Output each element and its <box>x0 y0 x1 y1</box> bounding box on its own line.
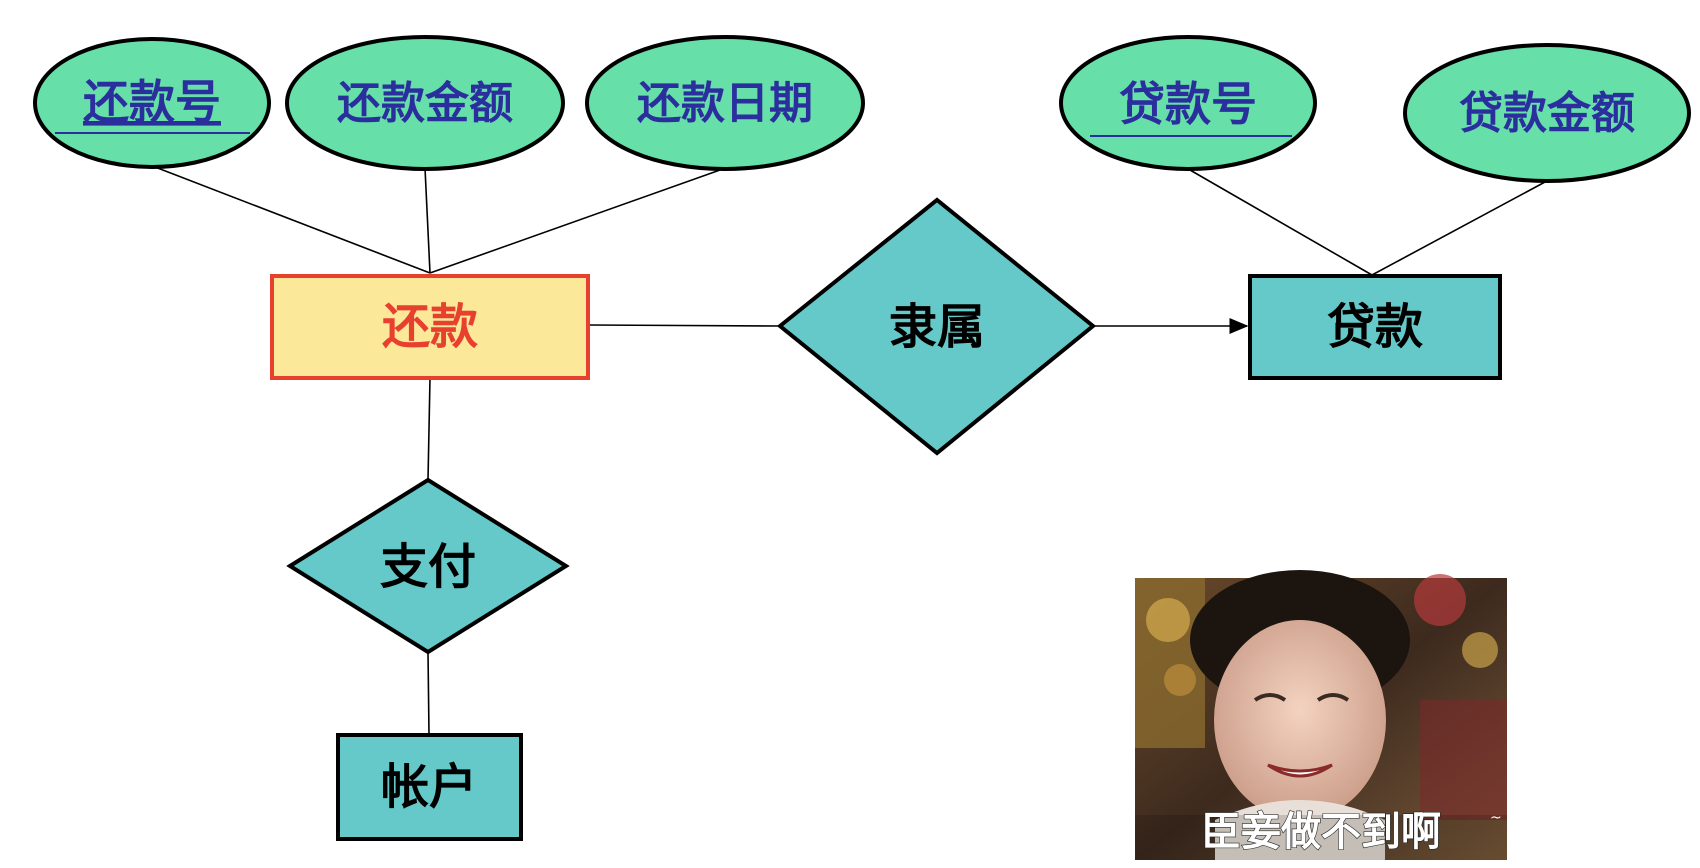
attribute-loan-amount: 贷款金额 <box>1403 43 1691 183</box>
attribute-loan-no-label: 贷款号 <box>1119 77 1257 131</box>
entity-account-label: 帐户 <box>381 759 477 815</box>
entity-repayment: 还款 <box>270 274 590 380</box>
relationship-belongs-to: 隶属 <box>776 197 1097 456</box>
line-pay-account <box>427 651 430 736</box>
line-loan-no <box>1189 169 1373 276</box>
attribute-repay-date: 还款日期 <box>585 35 865 171</box>
line-repay-amount <box>424 167 431 274</box>
attribute-loan-amount-label: 贷款金额 <box>1459 88 1635 139</box>
line-repay-no <box>154 166 431 274</box>
connector-lines <box>154 166 1546 736</box>
line-repay-date <box>429 169 721 274</box>
svg-text:~: ~ <box>1490 810 1502 826</box>
meme-caption: 臣妾做不到啊 <box>1201 809 1441 855</box>
relationship-belongs-to-label: 隶属 <box>889 299 985 355</box>
meme-image: 臣妾做不到啊 ~ <box>1135 570 1507 860</box>
attribute-loan-no: 贷款号 <box>1059 35 1317 171</box>
entity-account: 帐户 <box>336 733 523 841</box>
line-loan-amount <box>1371 181 1546 276</box>
attribute-repay-date-label: 还款日期 <box>637 78 813 129</box>
line-repay-pay <box>427 377 431 481</box>
entity-loan-label: 贷款 <box>1327 299 1423 355</box>
attribute-repay-no-label: 还款号 <box>83 75 221 129</box>
attribute-repay-amount: 还款金额 <box>285 35 565 171</box>
line-repay-belongs <box>587 324 781 327</box>
attribute-repay-amount-label: 还款金额 <box>337 78 513 129</box>
entity-loan: 贷款 <box>1248 274 1502 380</box>
attribute-repay-no: 还款号 <box>33 37 271 169</box>
entity-repayment-label: 还款 <box>382 299 478 355</box>
relationship-pay-label: 支付 <box>380 539 476 595</box>
relationship-pay: 支付 <box>286 477 570 655</box>
